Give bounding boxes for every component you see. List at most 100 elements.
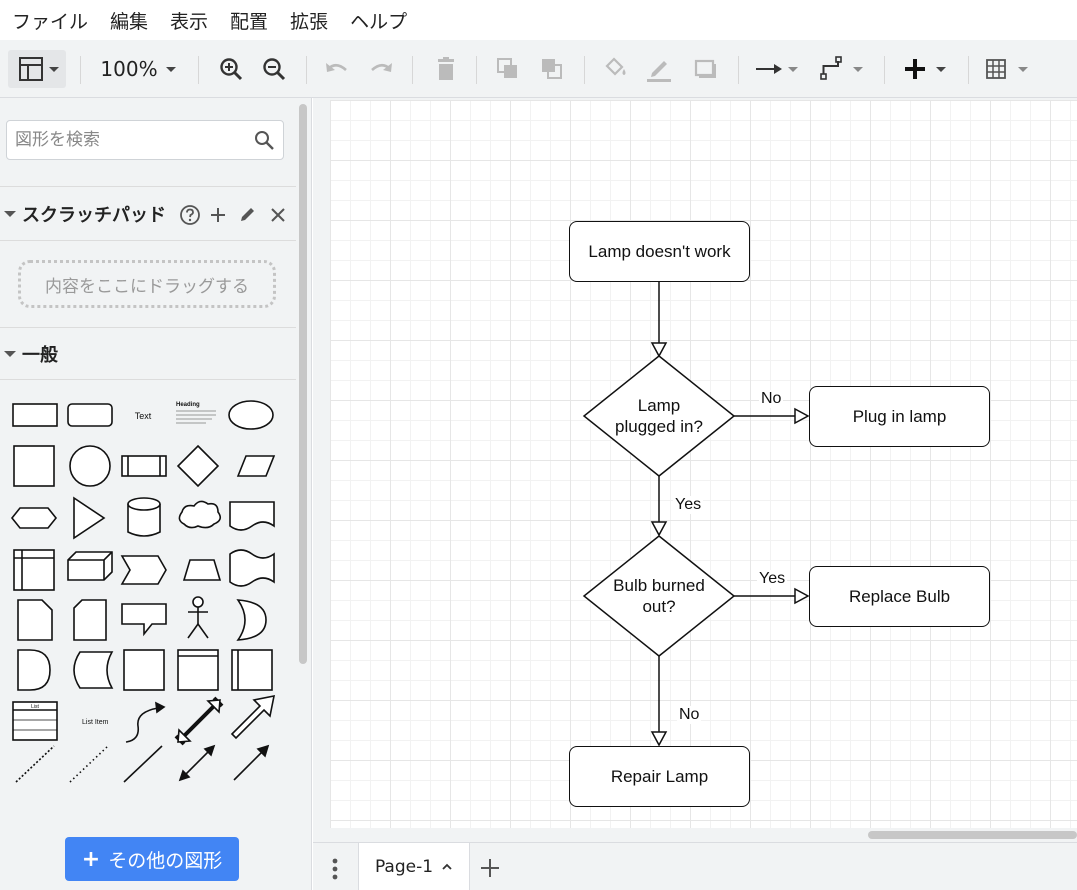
edge-start-to-q1[interactable] [650, 282, 668, 358]
bidirectional-connector-shape[interactable] [178, 744, 216, 782]
rounded-rectangle-shape[interactable] [67, 403, 113, 427]
menu-arrange[interactable]: 配置 [230, 10, 269, 33]
add-page-icon[interactable] [479, 857, 501, 879]
triangle-shape[interactable] [73, 496, 106, 540]
step-shape[interactable] [120, 555, 167, 585]
edge-label-no[interactable]: No [677, 706, 702, 724]
to-back-button[interactable] [535, 40, 569, 98]
edit-icon[interactable] [238, 204, 258, 224]
actor-shape[interactable] [187, 596, 209, 639]
list-shape[interactable]: List [12, 701, 58, 741]
shapes-sidebar: スクラッチパッド 内容をここにドラッグする 一般 [0, 98, 312, 890]
bidirectional-arrow-shape[interactable] [174, 696, 224, 746]
fill-color-button[interactable] [598, 40, 632, 98]
shadow-button[interactable] [688, 40, 722, 98]
edge-q1-yes[interactable] [650, 476, 668, 537]
curve-arrow-shape[interactable] [125, 701, 166, 743]
delay-shape[interactable] [17, 649, 51, 691]
directional-connector-shape[interactable] [233, 744, 270, 781]
drawing-canvas[interactable]: Lamp doesn't work Lamp plugged in? Plug … [330, 100, 1077, 828]
trapezoid-shape[interactable] [182, 559, 222, 581]
decision-plugged-in-shape[interactable] [582, 355, 736, 477]
parallelogram-shape[interactable] [236, 455, 276, 477]
list-item-shape[interactable]: List Item [82, 719, 109, 726]
zoom-dropdown[interactable]: 100% [96, 40, 186, 98]
to-front-button[interactable] [491, 40, 525, 98]
internal-storage-shape[interactable] [13, 549, 55, 591]
dashed-line-shape[interactable] [15, 745, 55, 783]
waypoints-button[interactable] [816, 40, 870, 98]
stored-data-shape[interactable] [73, 651, 114, 689]
general-header[interactable]: 一般 [0, 334, 296, 374]
edge-label-yes[interactable]: Yes [673, 496, 704, 514]
format-panel-button[interactable] [8, 50, 66, 88]
menu-help[interactable]: ヘルプ [350, 10, 408, 33]
rectangle-shape[interactable] [12, 403, 58, 427]
process-shape[interactable] [121, 455, 167, 477]
help-icon[interactable] [179, 204, 201, 226]
line-shape[interactable] [123, 745, 163, 783]
dotted-line-shape[interactable] [69, 745, 109, 783]
canvas-horizontal-scrollbar[interactable] [868, 831, 1077, 839]
square-shape[interactable] [13, 445, 55, 487]
arrow-shape[interactable] [230, 694, 276, 740]
cylinder-shape[interactable] [127, 497, 161, 537]
more-shapes-button[interactable]: + その他の図形 [65, 837, 239, 881]
cube-shape[interactable] [67, 551, 113, 581]
hexagon-shape[interactable] [10, 507, 58, 529]
search-icon[interactable] [253, 129, 275, 151]
node-bulb-burned-out[interactable]: Bulb burned out? [604, 571, 714, 621]
menu-edit[interactable]: 編集 [110, 10, 149, 33]
scratchpad-drop-zone[interactable]: 内容をここにドラッグする [18, 260, 276, 308]
zoom-out-button[interactable] [257, 40, 291, 98]
container-shape[interactable] [123, 649, 165, 691]
document-shape[interactable] [229, 501, 275, 531]
undo-button[interactable] [320, 40, 354, 98]
tape-shape[interactable] [229, 549, 275, 587]
redo-button[interactable] [364, 40, 398, 98]
add-icon[interactable] [208, 205, 228, 225]
node-plug-in-lamp[interactable]: Plug in lamp [809, 386, 990, 447]
node-repair-lamp[interactable]: Repair Lamp [569, 746, 750, 807]
node-replace-bulb[interactable]: Replace Bulb [809, 566, 990, 627]
node-lamp-plugged-in[interactable]: Lamp plugged in? [604, 391, 714, 441]
edge-label-yes[interactable]: Yes [757, 570, 788, 588]
chevron-down-icon [165, 67, 176, 72]
edge-label-no[interactable]: No [759, 390, 784, 408]
menu-view[interactable]: 表示 [170, 10, 209, 33]
node-lamp-doesnt-work[interactable]: Lamp doesn't work [569, 221, 750, 282]
note-shape[interactable] [17, 599, 53, 641]
decision-bulb-shape[interactable] [582, 535, 736, 657]
redo-icon [371, 63, 392, 72]
ellipse-shape[interactable] [228, 400, 274, 430]
scratchpad-header[interactable]: スクラッチパッド [0, 194, 296, 234]
vertical-swimlane-shape[interactable] [231, 649, 273, 691]
search-input[interactable] [15, 127, 247, 153]
connection-style-button[interactable] [752, 40, 804, 98]
cloud-shape[interactable] [178, 500, 222, 529]
sidebar-scrollbar[interactable] [299, 104, 307, 664]
more-vertical-icon[interactable] [330, 857, 340, 881]
text-shape[interactable]: Text [135, 411, 152, 421]
table-button[interactable] [982, 40, 1034, 98]
delete-button[interactable] [429, 40, 463, 98]
zoom-in-button[interactable] [214, 40, 248, 98]
edge-q2-yes[interactable] [734, 587, 810, 605]
or-shape[interactable] [236, 599, 267, 641]
diamond-shape[interactable] [176, 444, 220, 488]
card-shape[interactable] [73, 599, 107, 641]
page-tab[interactable]: Page-1 [358, 843, 470, 890]
close-icon[interactable] [268, 205, 288, 225]
edge-q1-no[interactable] [734, 407, 810, 425]
chevron-up-icon[interactable] [441, 862, 453, 872]
edge-q2-no[interactable] [650, 656, 668, 747]
callout-shape[interactable] [121, 603, 167, 637]
line-color-button[interactable] [642, 40, 676, 98]
pencil-icon [647, 61, 671, 82]
menu-file[interactable]: ファイル [12, 10, 89, 33]
circle-shape[interactable] [69, 445, 111, 487]
menu-extras[interactable]: 拡張 [290, 10, 329, 33]
heading-shape[interactable]: Heading [176, 402, 216, 424]
swimlane-shape[interactable] [177, 649, 219, 691]
insert-button[interactable] [898, 40, 954, 98]
